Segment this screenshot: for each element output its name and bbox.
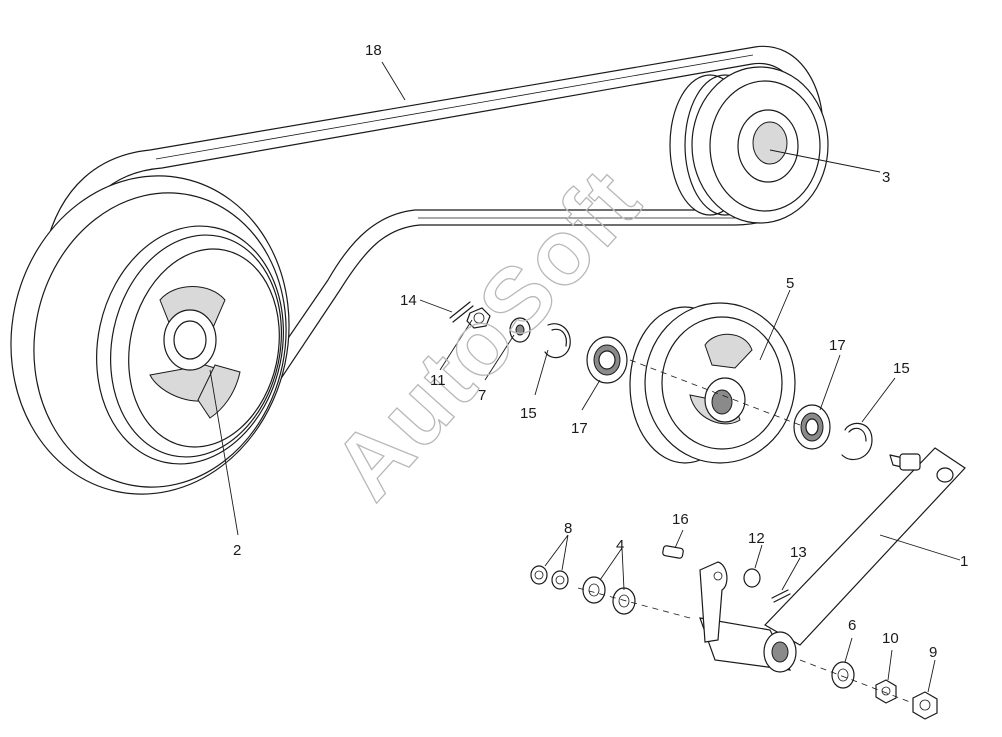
callout-labels: 18 3 5 17 15 14 11 7 15 17 2 1 8 4 16 12… [233,42,968,661]
callout-2: 2 [233,542,241,559]
callout-12: 12 [748,530,765,547]
callout-18: 18 [365,42,382,59]
small-parts-upper [449,301,873,461]
small-parts-lower [530,359,938,720]
callout-16: 16 [672,511,689,528]
callout-1: 1 [960,553,968,570]
callout-10: 10 [882,630,899,647]
callout-14: 14 [400,292,417,309]
callout-13: 13 [790,544,807,561]
large-pulley [10,175,290,495]
idler-pulley [629,302,796,464]
callout-7: 7 [478,387,486,404]
callout-15-right: 15 [893,360,910,377]
tension-arm [699,447,966,673]
callout-15-left: 15 [520,405,537,422]
callout-11: 11 [430,372,446,389]
callout-5: 5 [786,275,794,292]
callout-8: 8 [564,520,572,537]
callout-17-right: 17 [829,337,846,354]
watermark: AutoSoft [314,150,660,519]
callout-6: 6 [848,617,856,634]
small-pulley [669,66,829,224]
callout-4: 4 [616,537,624,554]
callout-3: 3 [882,169,890,186]
callout-17-left: 17 [571,420,588,437]
callout-9: 9 [929,644,937,661]
leader-lines [209,61,961,693]
